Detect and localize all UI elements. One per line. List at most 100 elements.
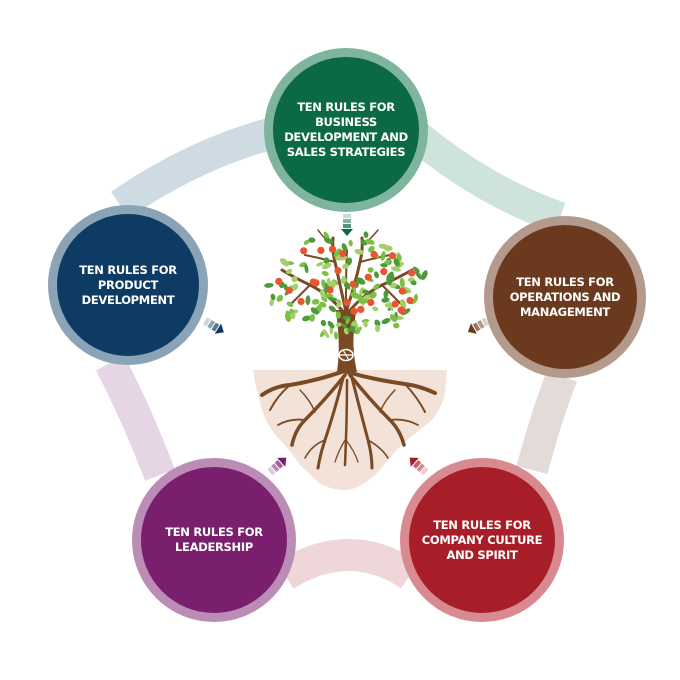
- leaf: [363, 320, 368, 328]
- fruit: [364, 273, 372, 281]
- leaf: [328, 297, 338, 302]
- leaf: [368, 292, 375, 299]
- fruits: [275, 245, 416, 315]
- node-label: TEN RULES FOR PRODUCT DEVELOPMENT: [79, 262, 177, 307]
- leaf: [381, 297, 390, 303]
- leaf: [378, 243, 388, 249]
- leaf: [412, 266, 420, 273]
- leaf: [270, 293, 276, 301]
- leaf: [393, 258, 400, 267]
- tree-illustration: [253, 229, 447, 490]
- leaf: [291, 283, 299, 291]
- fruit: [349, 280, 357, 288]
- leaf: [374, 324, 381, 333]
- fruit: [408, 269, 416, 277]
- leaf: [363, 231, 369, 238]
- fruit: [398, 287, 406, 295]
- node-label: TEN RULES FOR COMPANY CULTURE AND SPIRIT: [421, 517, 543, 562]
- branches: [280, 229, 414, 317]
- leaf: [364, 239, 375, 245]
- leaf: [388, 301, 394, 311]
- fruit: [388, 252, 397, 260]
- connector-product-sales: [110, 114, 289, 219]
- leaf: [340, 278, 346, 284]
- leaf: [327, 320, 335, 329]
- leaf: [302, 315, 311, 322]
- node-product-development: TEN RULES FOR PRODUCT DEVELOPMENT: [48, 205, 208, 365]
- leaf: [336, 301, 342, 309]
- fruit: [343, 298, 351, 306]
- leaf: [326, 277, 331, 287]
- leaf: [345, 318, 350, 325]
- leaf: [316, 262, 324, 267]
- leaf: [341, 323, 348, 329]
- leaf: [361, 319, 370, 323]
- leaf: [393, 322, 400, 329]
- leaf: [413, 293, 418, 303]
- leaf: [342, 263, 350, 270]
- leaf: [381, 318, 391, 325]
- arrow-from-sales: [341, 214, 353, 236]
- leaf: [415, 270, 423, 280]
- leaf: [324, 293, 334, 298]
- leaves: [264, 231, 428, 340]
- leaf: [333, 248, 342, 258]
- leaf: [342, 275, 347, 283]
- connector-leadership-product: [95, 355, 175, 481]
- node-label: TEN RULES FOR LEADERSHIP: [165, 525, 263, 554]
- arrow-from-product: [203, 317, 224, 334]
- leaf: [304, 264, 309, 274]
- leaf: [264, 282, 274, 288]
- leaf: [350, 292, 361, 299]
- roots: [260, 368, 437, 470]
- leaf: [407, 277, 415, 282]
- fruit: [406, 296, 414, 305]
- leaf: [286, 268, 293, 275]
- leaf: [309, 314, 316, 322]
- leaf: [386, 271, 394, 281]
- leaf: [368, 245, 375, 253]
- leaf: [380, 251, 386, 261]
- leaf: [280, 258, 289, 267]
- leaf: [269, 299, 275, 306]
- leaf: [323, 231, 330, 240]
- leaf: [373, 283, 380, 290]
- node-label: TEN RULES FOR BUSINESS DEVELOPMENT AND S…: [284, 100, 408, 159]
- company-logo-icon: [338, 348, 354, 362]
- leaf: [386, 279, 392, 286]
- leaf: [308, 237, 316, 243]
- fruit: [328, 245, 337, 253]
- leaf: [390, 266, 401, 272]
- connector-sales-operations: [399, 117, 566, 234]
- arrow-from-operations: [467, 317, 489, 334]
- fruit: [285, 286, 293, 294]
- leaf: [362, 289, 370, 295]
- leaf: [358, 298, 368, 304]
- leaf: [323, 237, 334, 244]
- leaf: [354, 326, 362, 335]
- leaf: [399, 277, 405, 289]
- fruit: [350, 307, 358, 315]
- leaf: [421, 270, 428, 280]
- leaf: [383, 290, 389, 299]
- connector-culture-leadership: [276, 539, 419, 589]
- leaf: [322, 329, 330, 339]
- leaf: [335, 311, 342, 319]
- leaf: [305, 295, 311, 306]
- leaf: [276, 294, 284, 302]
- fruit: [326, 286, 334, 294]
- leaf: [354, 248, 364, 255]
- node-business-development-sales: TEN RULES FOR BUSINESS DEVELOPMENT AND S…: [264, 48, 428, 212]
- leaf: [322, 262, 332, 270]
- fruit: [380, 268, 388, 276]
- leaf: [291, 275, 298, 283]
- leaf: [320, 319, 327, 327]
- leaf: [303, 239, 310, 245]
- connector-operations-culture: [516, 370, 577, 475]
- node-operations-management: TEN RULES FOR OPERATIONS AND MANAGEMENT: [484, 216, 646, 378]
- node-label: TEN RULES FOR OPERATIONS AND MANAGEMENT: [509, 274, 621, 319]
- arrow-from-culture: [409, 457, 429, 476]
- leaf: [321, 270, 329, 277]
- leaf: [341, 243, 348, 252]
